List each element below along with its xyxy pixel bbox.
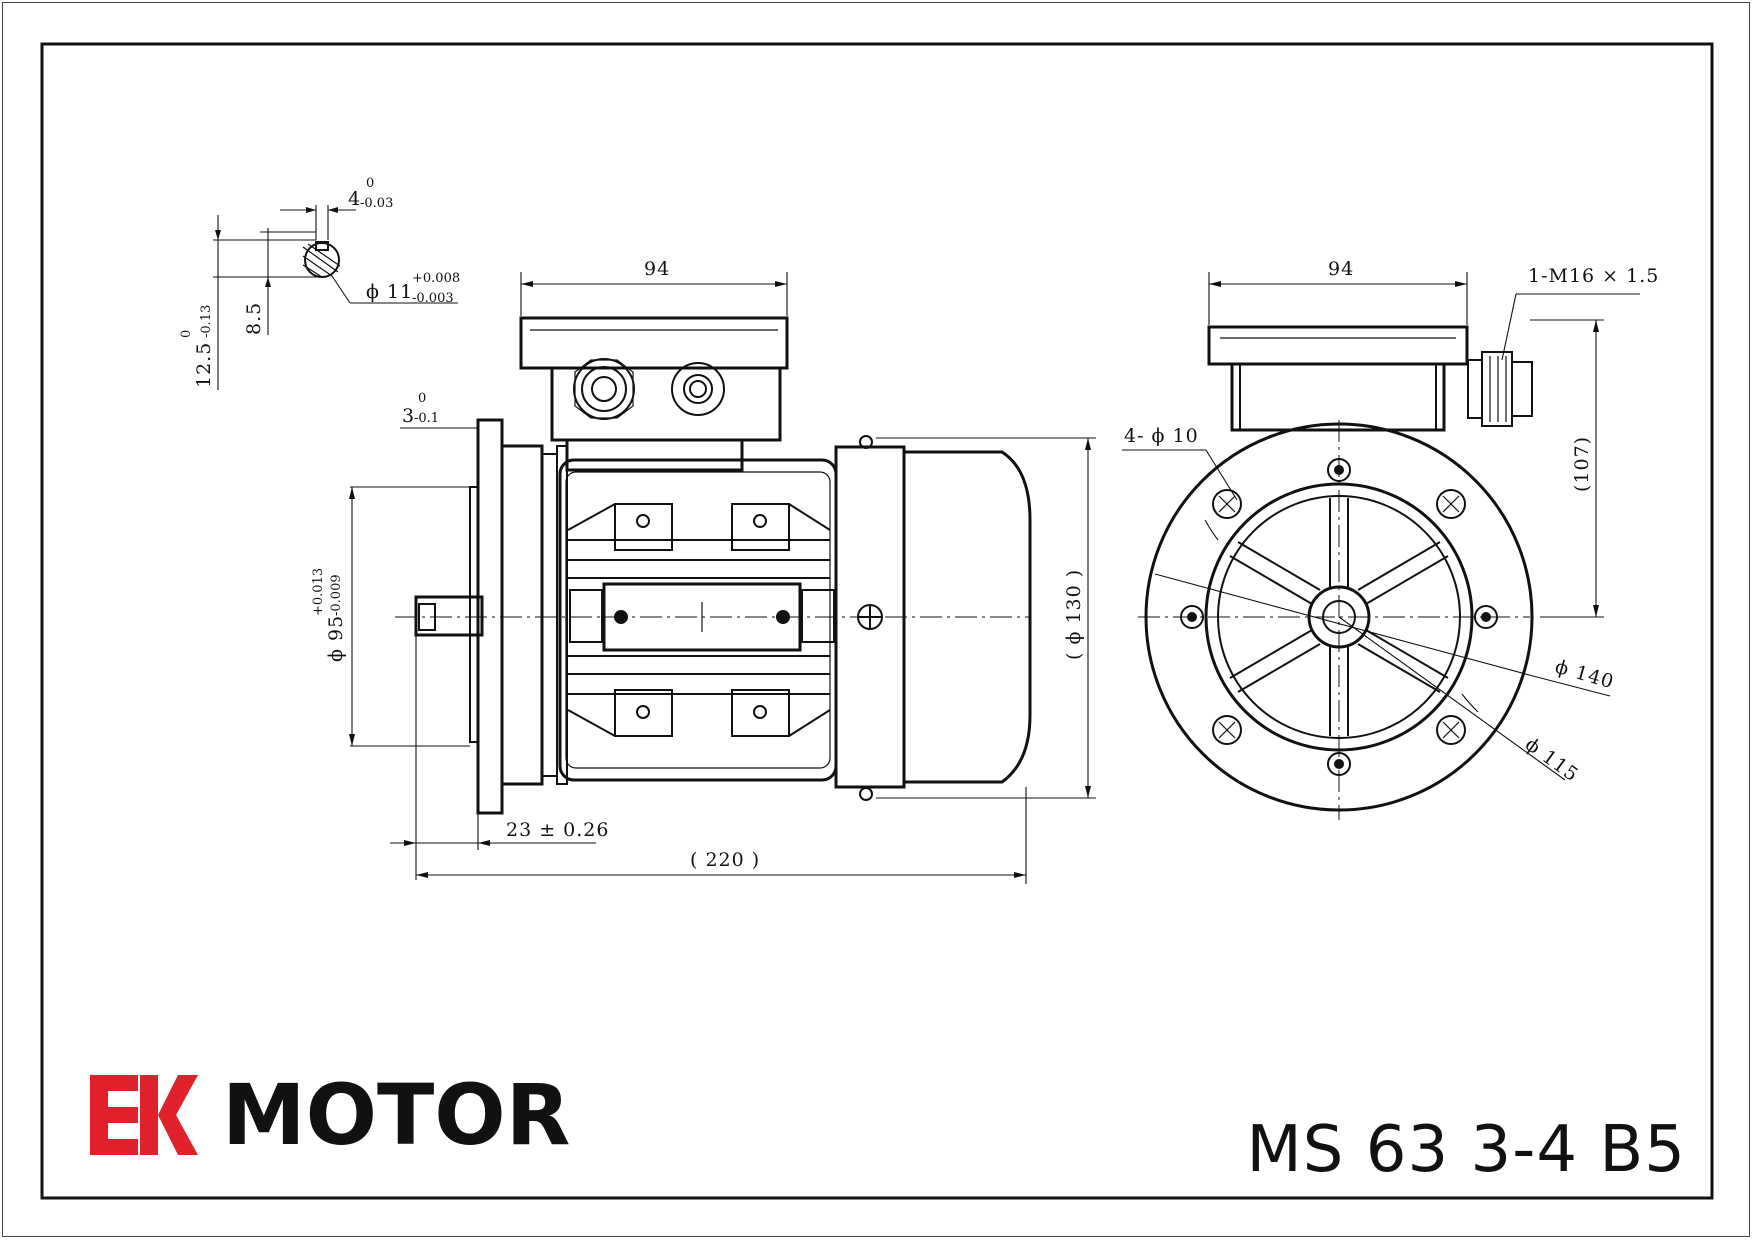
drawing-border bbox=[40, 42, 1714, 1200]
brand-logo-mark bbox=[90, 1075, 198, 1155]
key-width-tol-upper: 0 bbox=[366, 176, 374, 191]
key-depth-label: 8.5 bbox=[243, 302, 265, 335]
mount-holes bbox=[1212, 489, 1466, 745]
flange-thk-tol-lower: -0.1 bbox=[414, 411, 439, 426]
shaft-dia-label: ϕ 11 bbox=[366, 281, 413, 303]
height-dim-label: (107) bbox=[1571, 436, 1593, 492]
key-height-tol-upper: 0 bbox=[179, 330, 194, 338]
motor-side-view: 94 3 0 -0.1 ϕ 95 +0.013 -0.009 ( ϕ 130 )… bbox=[311, 258, 1096, 884]
brand-logo-space bbox=[88, 1075, 200, 1155]
shaft-dia-tol-lower: -0.003 bbox=[412, 291, 454, 306]
spigot-dia-label: ϕ 95 bbox=[325, 615, 347, 662]
key-height-tol-lower: -0.13 bbox=[199, 305, 214, 338]
mount-holes-label: 4- ϕ 10 bbox=[1124, 425, 1199, 447]
motor-end-view: 94 1-M16 × 1.5 (107) 4- ϕ 10 ϕ 140 ϕ 115 bbox=[1122, 258, 1659, 820]
key-width-label: 4 bbox=[348, 188, 361, 210]
end-box-width-label: 94 bbox=[1328, 258, 1354, 280]
key-height-label: 12.5 bbox=[193, 342, 215, 388]
overall-length-label: ( 220 ) bbox=[690, 849, 760, 871]
side-box-width-label: 94 bbox=[644, 258, 670, 280]
shaft-section-detail: 4 0 -0.03 12.5 0 -0.13 8.5 ϕ 11 +0.008 -… bbox=[179, 176, 460, 390]
flange-thk-tol-upper: 0 bbox=[418, 391, 426, 406]
key-width-tol-lower: -0.03 bbox=[360, 196, 393, 211]
body-dia-label: ( ϕ 130 ) bbox=[1063, 569, 1085, 660]
shaft-dia-tol-upper: +0.008 bbox=[412, 271, 460, 286]
shaft-length-label: 23 ± 0.26 bbox=[506, 819, 609, 841]
brand-name: MOTOR bbox=[222, 1066, 571, 1164]
bolt-holes bbox=[1180, 458, 1498, 776]
spigot-dia-tol-upper: +0.013 bbox=[311, 568, 326, 616]
spigot-dia-tol-lower: -0.009 bbox=[329, 574, 344, 616]
flange-thk-label: 3 bbox=[402, 405, 415, 427]
pcd-outer-label: ϕ 140 bbox=[1553, 656, 1617, 694]
model-designation: MS 63 3-4 B5 bbox=[1246, 1113, 1686, 1187]
pcd-inner-label: ϕ 115 bbox=[1521, 733, 1583, 786]
brand-lockup: MOTOR bbox=[88, 1070, 570, 1160]
cable-gland-label: 1-M16 × 1.5 bbox=[1528, 265, 1659, 287]
